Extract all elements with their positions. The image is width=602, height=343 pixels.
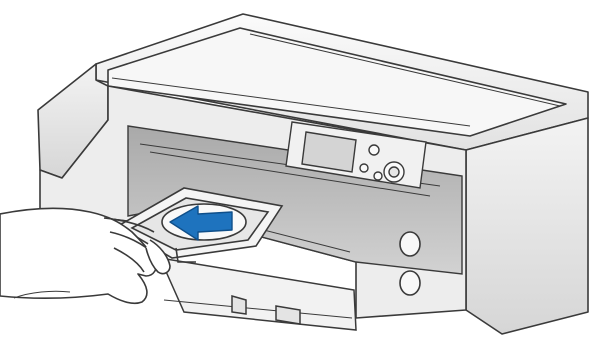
panel-button-3 [374,172,382,180]
output-tray [160,258,356,330]
dial-inner [389,167,399,177]
panel-button-1 [369,145,379,155]
power-button [400,232,420,256]
panel-button-2 [360,164,368,172]
lcd-screen [302,132,356,172]
side-button [400,271,420,295]
